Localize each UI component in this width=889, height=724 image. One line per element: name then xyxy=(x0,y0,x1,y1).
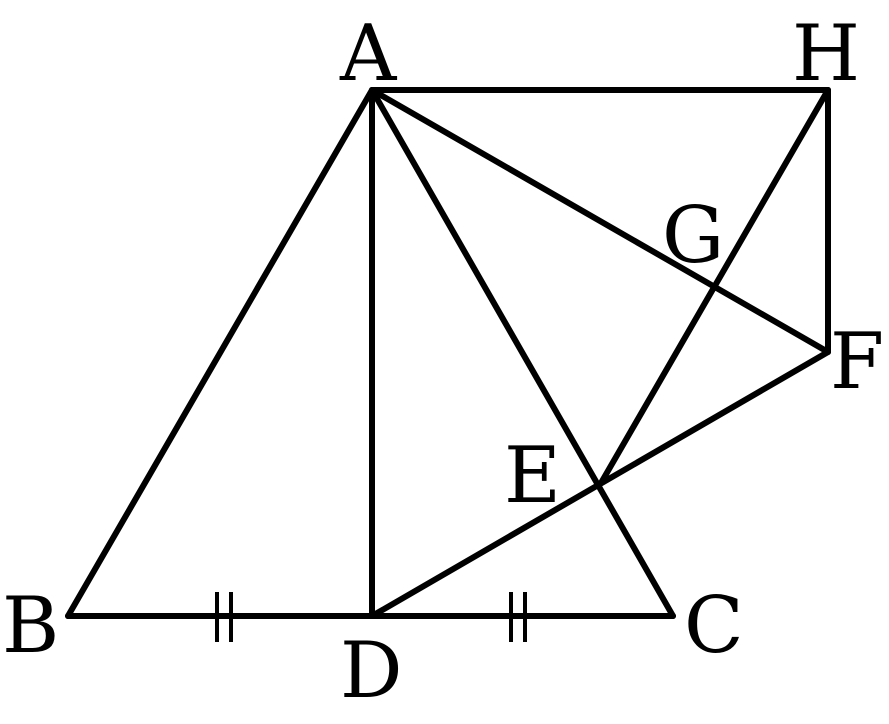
point-label-d: D xyxy=(340,626,403,716)
segment-af xyxy=(369,87,831,355)
point-label-f: F xyxy=(830,317,884,407)
segment-eh xyxy=(598,87,831,486)
equal-mark-bd xyxy=(215,592,233,642)
point-label-a: A xyxy=(339,9,398,99)
point-label-c: C xyxy=(684,581,744,671)
equal-mark-dc xyxy=(509,592,527,642)
segment-ac xyxy=(369,87,676,619)
segment-ab xyxy=(65,87,375,619)
point-label-b: B xyxy=(2,581,59,671)
point-label-g: G xyxy=(662,191,724,281)
point-label-e: E xyxy=(504,431,561,521)
point-label-h: H xyxy=(792,9,860,99)
